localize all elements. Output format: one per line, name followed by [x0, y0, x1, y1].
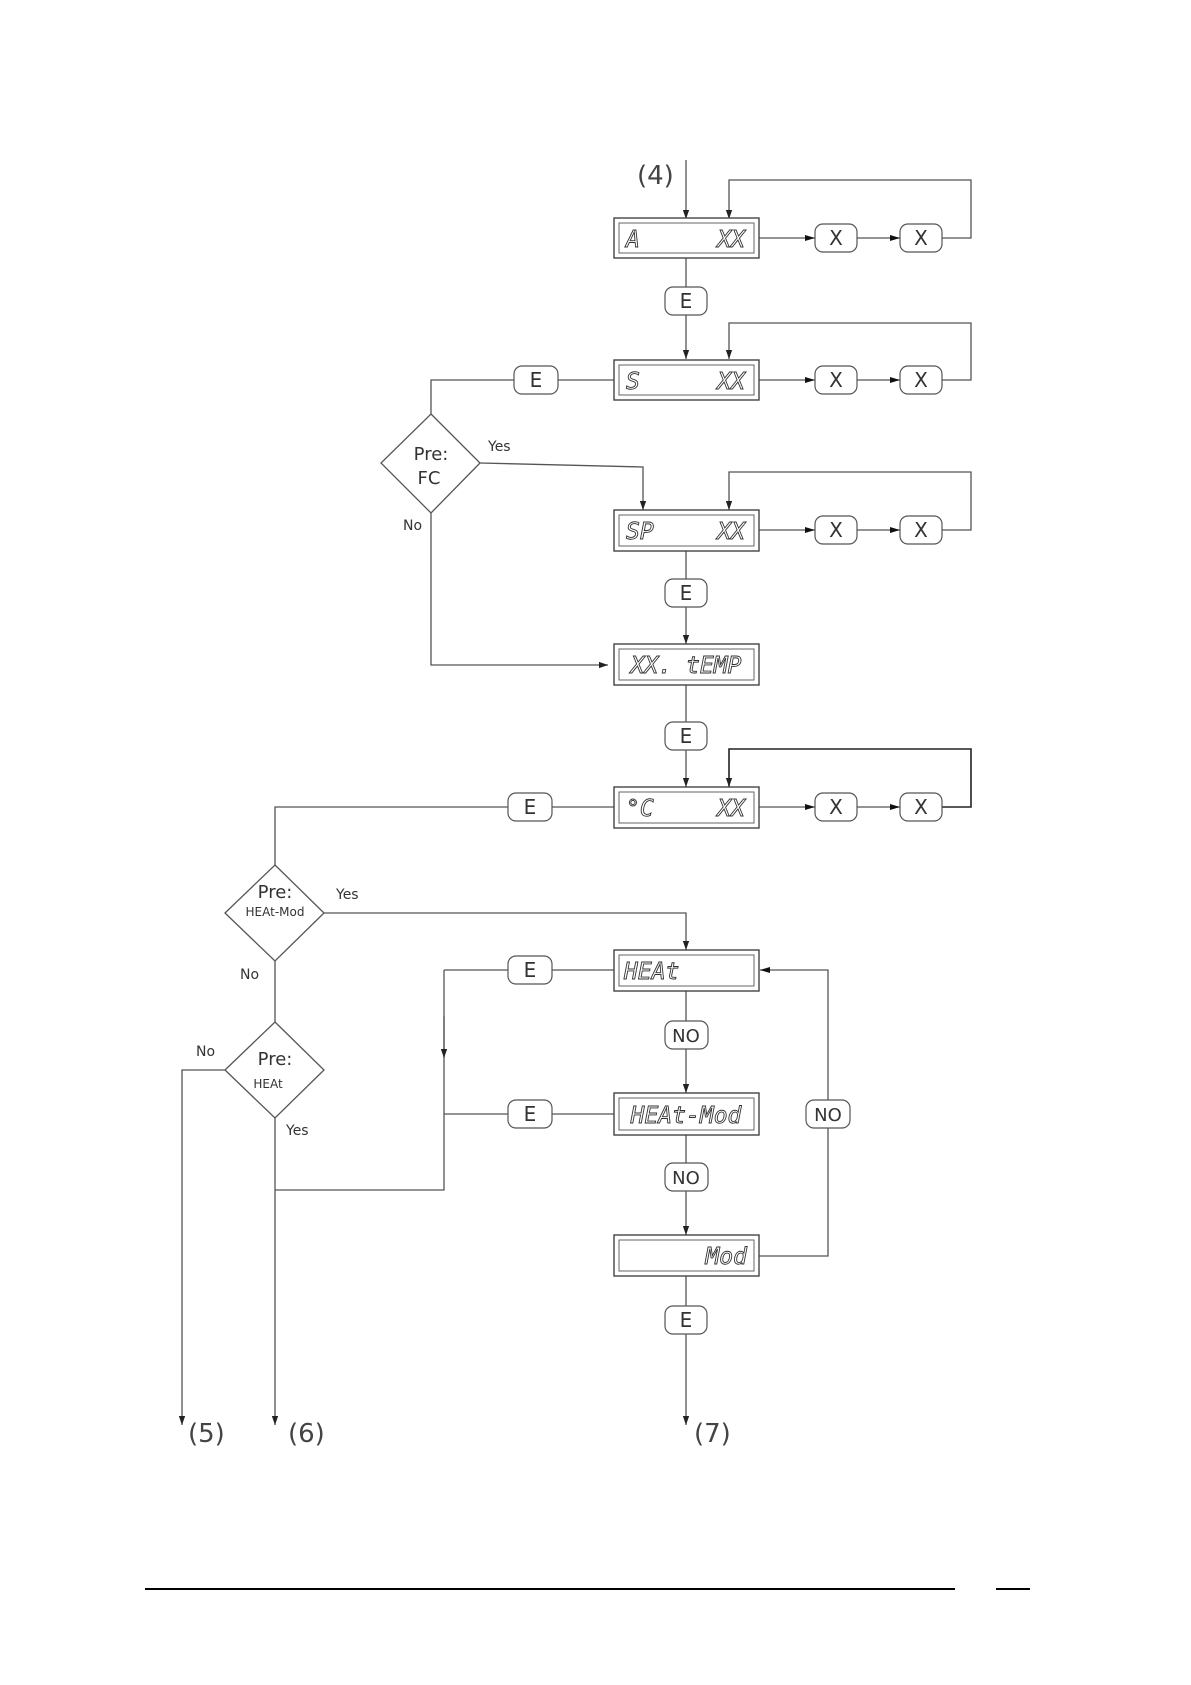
display-heat-mod: HEAt-Mod	[614, 1093, 759, 1135]
display-a: A XX	[614, 218, 759, 258]
svg-text:E: E	[524, 958, 537, 982]
svg-text:NO: NO	[814, 1105, 842, 1126]
svg-text:X: X	[914, 368, 928, 392]
no-key: NO	[665, 1163, 708, 1191]
no-label: No	[403, 518, 422, 534]
svg-text:Pre:: Pre:	[414, 444, 449, 465]
display-s-left: S	[626, 369, 640, 395]
display-a-left: A	[624, 227, 640, 253]
decision-heat: Pre: HEAt	[225, 1022, 324, 1118]
display-sp-right: XX	[715, 519, 747, 545]
x-key: X	[815, 516, 857, 544]
x-key: X	[900, 224, 942, 252]
svg-text:E: E	[524, 1102, 537, 1126]
svg-text:E: E	[524, 795, 537, 819]
svg-text:NO: NO	[672, 1168, 700, 1189]
display-sp-left: SP	[626, 519, 654, 545]
display-sp: SP XX	[614, 510, 759, 551]
svg-text:E: E	[680, 581, 693, 605]
yes-label: Yes	[335, 887, 359, 903]
e-key: E	[514, 366, 558, 394]
svg-text:X: X	[829, 226, 843, 250]
display-celsius-left: °C	[626, 796, 654, 822]
e-key: E	[508, 1100, 552, 1128]
display-celsius-right: XX	[715, 796, 747, 822]
decision-heat-mod: Pre: HEAt-Mod	[225, 865, 324, 961]
no-key: NO	[665, 1021, 708, 1049]
display-temp: XX. tEMP	[614, 644, 759, 685]
display-mod: Mod	[614, 1235, 759, 1276]
x-key: X	[815, 793, 857, 821]
display-s-right: XX	[715, 369, 747, 395]
e-key: E	[508, 793, 552, 821]
svg-text:E: E	[680, 289, 693, 313]
display-celsius: °C XX	[614, 787, 759, 828]
svg-text:X: X	[914, 795, 928, 819]
svg-text:HEAt: HEAt	[253, 1077, 283, 1091]
connector-out-7: (7)	[694, 1419, 731, 1449]
yes-label: Yes	[285, 1123, 309, 1139]
svg-text:NO: NO	[672, 1026, 700, 1047]
x-key: X	[815, 366, 857, 394]
display-heat-mod-text: HEAt-Mod	[630, 1103, 743, 1129]
display-mod-text: Mod	[704, 1244, 748, 1270]
svg-text:X: X	[829, 518, 843, 542]
e-key: E	[665, 1306, 707, 1334]
display-temp-text: XX. tEMP	[629, 653, 742, 679]
svg-text:X: X	[829, 795, 843, 819]
display-a-right: XX	[715, 227, 747, 253]
no-label: No	[240, 967, 259, 983]
connector-lines	[182, 160, 971, 1425]
e-key: E	[508, 956, 552, 984]
x-key: X	[815, 224, 857, 252]
x-key: X	[900, 366, 942, 394]
display-heat-text: HEAt	[623, 959, 679, 985]
svg-text:X: X	[914, 226, 928, 250]
display-heat: HEAt	[614, 950, 759, 991]
svg-text:Pre:: Pre:	[258, 882, 293, 903]
e-key: E	[665, 579, 707, 607]
e-key: E	[665, 287, 707, 315]
svg-text:Pre:: Pre:	[258, 1049, 293, 1070]
svg-text:E: E	[680, 724, 693, 748]
svg-text:X: X	[914, 518, 928, 542]
svg-text:FC: FC	[418, 468, 441, 489]
connector-out-5: (5)	[188, 1419, 225, 1449]
x-key: X	[900, 516, 942, 544]
svg-text:X: X	[829, 368, 843, 392]
decision-fc: Pre: FC	[381, 414, 480, 513]
no-label: No	[196, 1044, 215, 1060]
no-key: NO	[806, 1100, 850, 1128]
connector-in-4: (4)	[637, 161, 674, 191]
svg-text:E: E	[680, 1308, 693, 1332]
svg-text:E: E	[530, 368, 543, 392]
connector-out-6: (6)	[288, 1419, 325, 1449]
x-key: X	[900, 793, 942, 821]
yes-label: Yes	[487, 439, 511, 455]
display-s: S XX	[614, 360, 759, 400]
svg-text:HEAt-Mod: HEAt-Mod	[246, 905, 305, 919]
e-key: E	[665, 722, 707, 750]
